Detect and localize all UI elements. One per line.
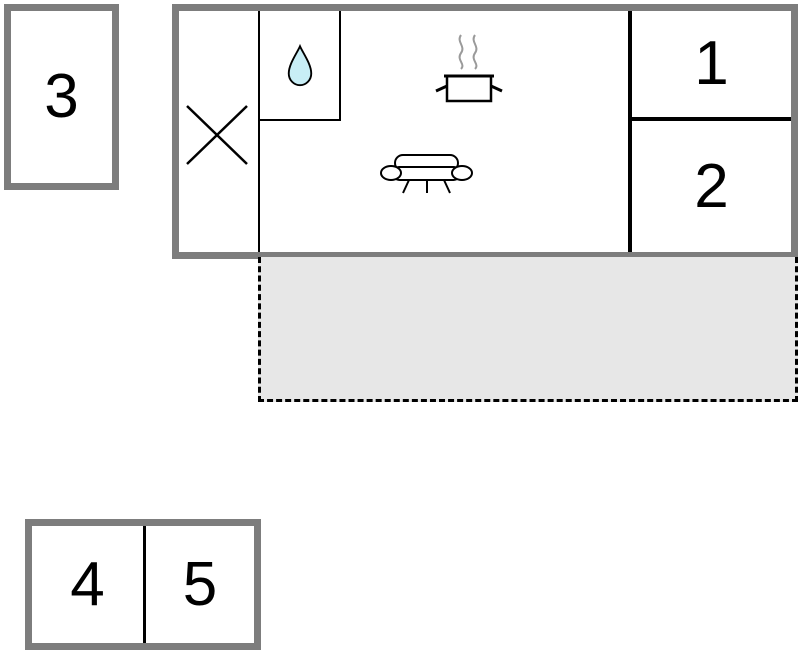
- water-drop-icon: [287, 43, 312, 87]
- interior-wall: [258, 121, 260, 252]
- room-2: 2: [632, 121, 791, 252]
- cross-icon: [186, 105, 248, 165]
- room-2-label: 2: [694, 151, 729, 221]
- terrace: [258, 257, 798, 402]
- room-4: 4: [32, 526, 143, 643]
- room-3: 3: [4, 4, 119, 190]
- room-4-label: 4: [70, 549, 105, 619]
- room-4-5-block: 4 5: [25, 519, 261, 650]
- room-5: 5: [143, 526, 254, 643]
- cooking-pot-icon: [435, 34, 503, 103]
- room-5-label: 5: [182, 549, 218, 619]
- bathroom: [258, 11, 341, 121]
- main-building: 1 2: [172, 4, 798, 259]
- room-1-label: 1: [694, 29, 729, 98]
- sofa-icon: [380, 154, 473, 194]
- room-1: 1: [632, 11, 791, 121]
- bedroom-block: 1 2: [628, 11, 791, 252]
- room-3-label: 3: [44, 62, 79, 131]
